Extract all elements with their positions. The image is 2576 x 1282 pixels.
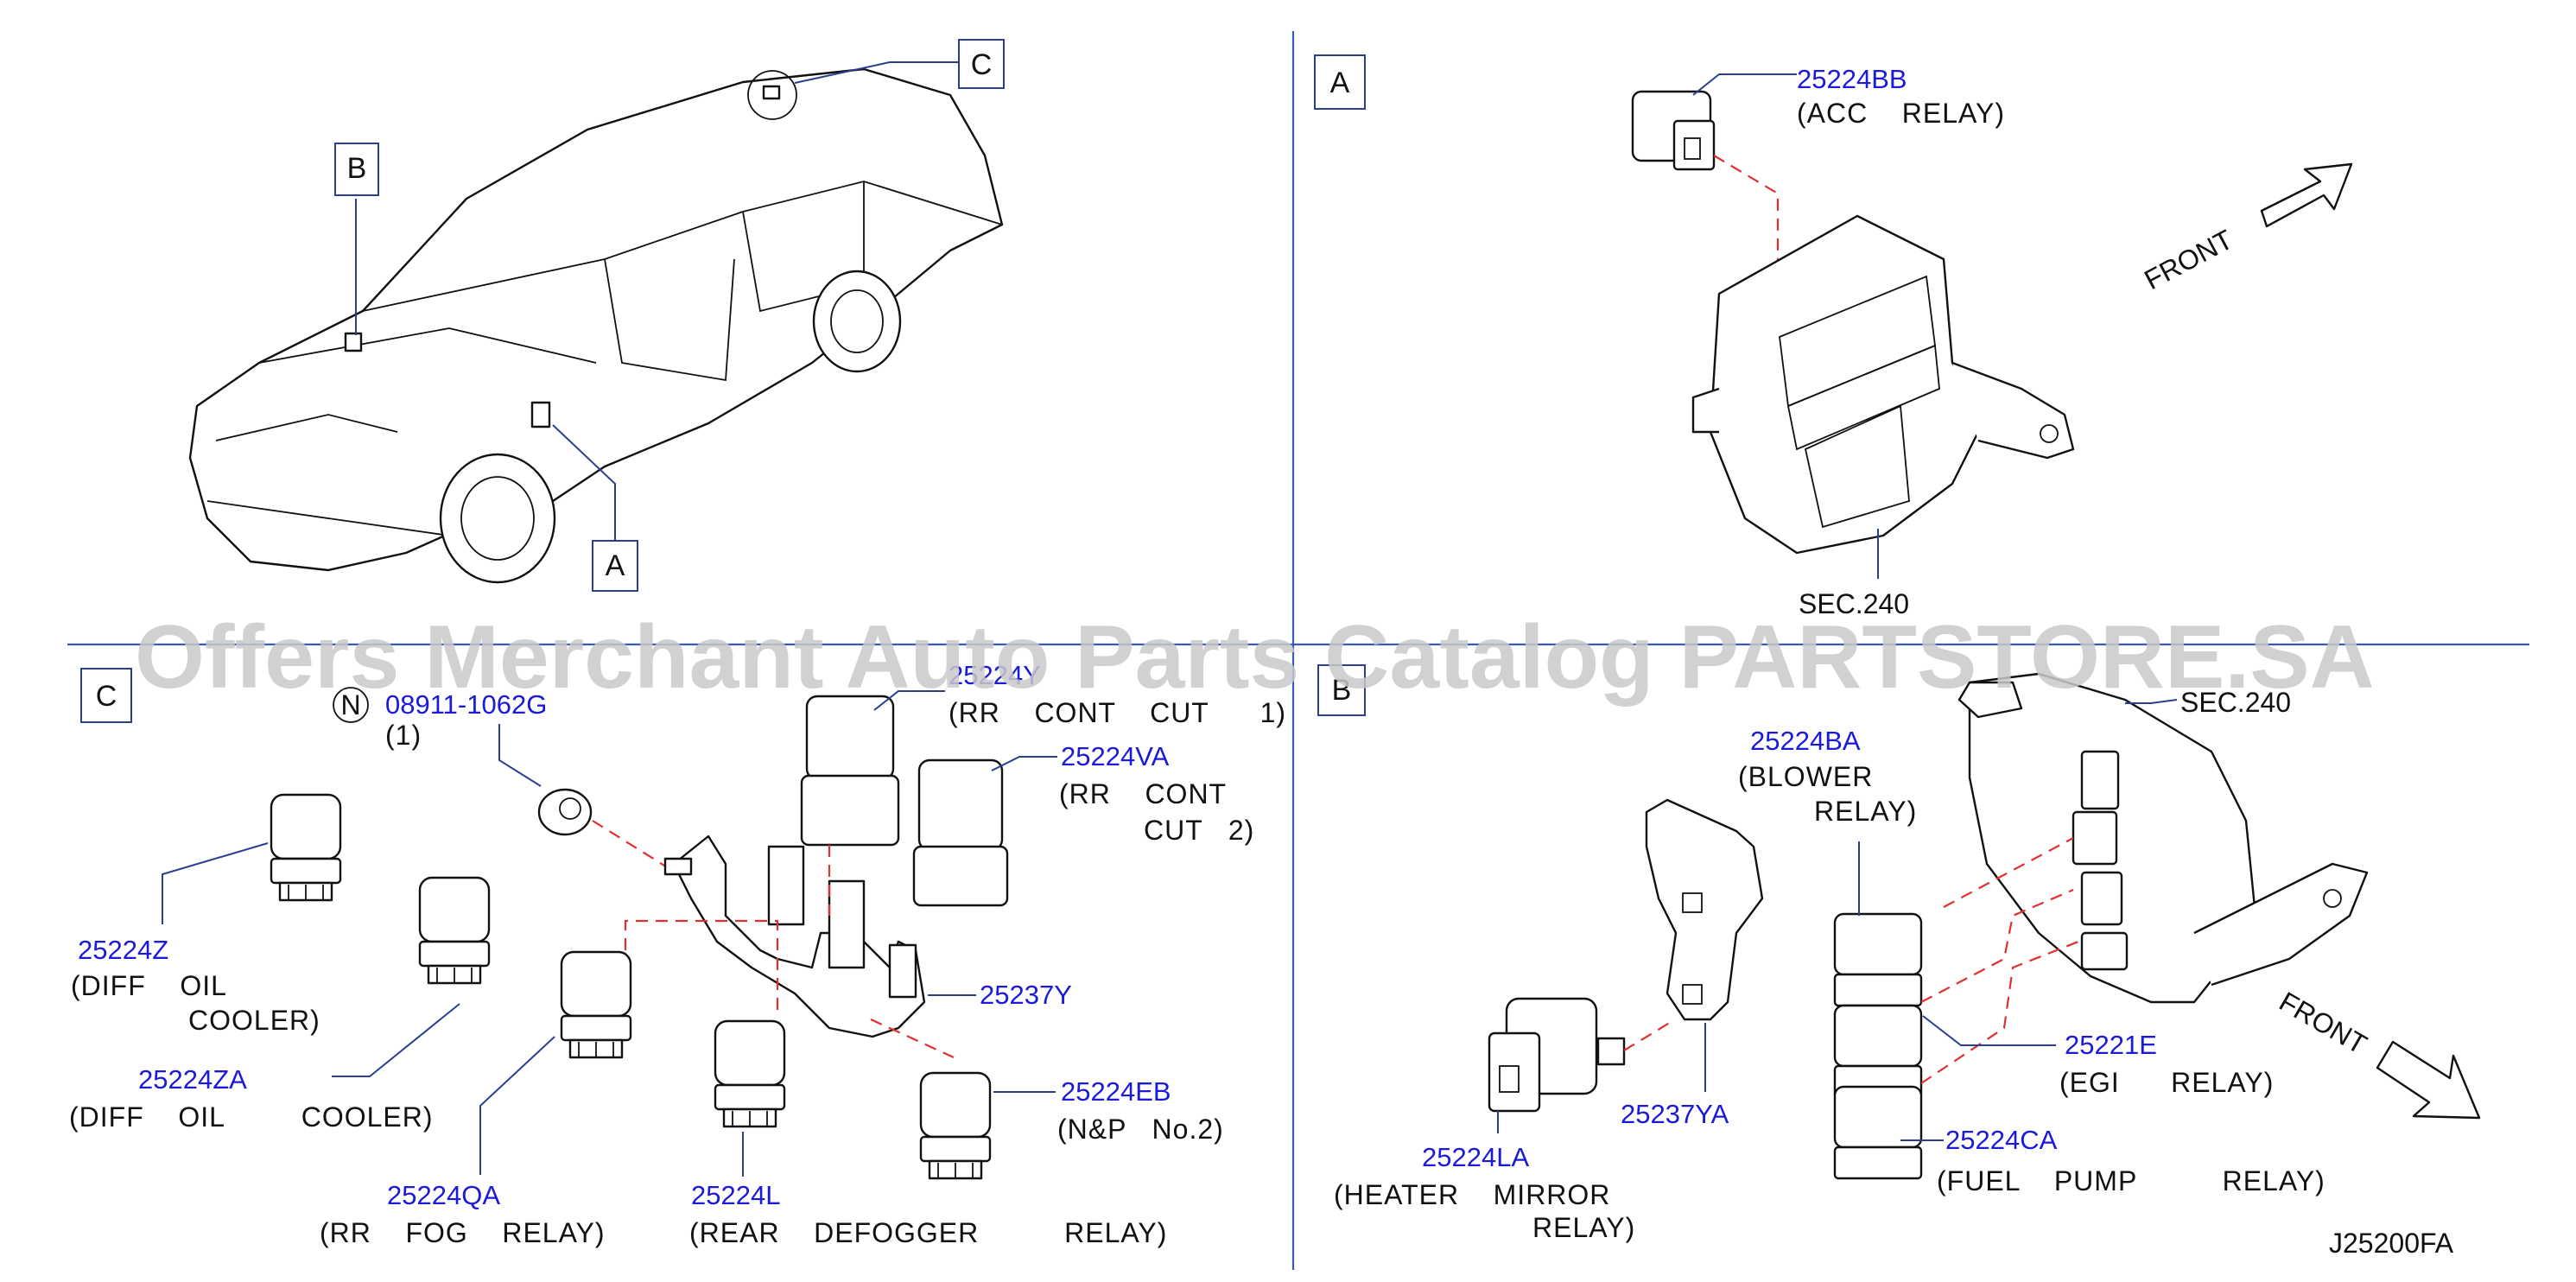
part-desc-25224BB: (ACC RELAY) [1797,98,2005,129]
part-number-25224ZA: 25224ZA [138,1064,247,1095]
relay-25221E [1833,1004,1923,1099]
relay-25224QA [560,950,632,1059]
relay-bracket-25237Y [663,835,926,1038]
part-number-25224L: 25224L [691,1180,780,1210]
part-desc-25224VA-line2: CUT 2) [1144,815,1254,846]
relay-25224Z [270,793,342,902]
part-desc-25224CA: (FUEL PUMP RELAY) [1937,1165,2325,1196]
grommet [537,788,593,836]
part-number-25224Y: 25224Y [949,660,1041,690]
vehicle-callout-a: A [606,549,625,582]
watermark-text: Offers Merchant Auto Parts Catalog PARTS… [135,607,2375,708]
relay-25224Y [800,695,900,847]
note-symbol: N [340,689,360,720]
svg-text:FRONT: FRONT [2275,986,2372,1060]
svg-text:FRONT: FRONT [2139,224,2237,296]
part-desc-25224LA-line2: RELAY) [1532,1212,1635,1243]
part-desc-25221E: (EGI RELAY) [2059,1067,2274,1098]
part-number-25224BA: 25224BA [1750,726,1861,756]
vehicle-callout-c: C [971,48,993,81]
fuse-block-a [1691,214,2075,555]
relay-25224ZA [418,876,491,985]
view-a-tag: A [1330,67,1350,99]
part-desc-25224Z-line1: (DIFF OIL [71,970,227,1001]
relay-25224EB [919,1071,992,1180]
part-number-25237YA: 25237YA [1621,1099,1729,1129]
relay-25224L [714,1019,786,1128]
part-number-25221E: 25221E [2065,1030,2157,1060]
view-c-tag: C [96,680,117,713]
part-number-25224QA: 25224QA [387,1180,500,1210]
part-desc-25224L: (REAR DEFOGGER RELAY) [689,1217,1167,1248]
relay-25224BA [1833,912,1923,1007]
part-desc-25224ZA: (DIFF OIL COOLER) [69,1101,434,1133]
part-number-25224EB: 25224EB [1061,1076,1171,1107]
part-desc-25224QA: (RR FOG RELAY) [320,1217,606,1248]
relay-25224VA [912,758,1009,907]
vehicle-callout-b: B [347,152,367,185]
vehicle-illustration [188,67,1004,584]
front-arrow-view-b: FRONT [2275,986,2481,1120]
front-arrow-view-a: FRONT [2139,162,2353,296]
part-desc-25224Z-line2: COOLER) [188,1005,320,1036]
part-number-25224BB: 25224BB [1797,64,1907,94]
view-b-tag: B [1332,674,1352,707]
section-ref-view-a: SEC.240 [1799,588,1909,619]
part-number-25224VA: 25224VA [1061,741,1170,771]
acc-relay [1631,90,1716,171]
section-ref-view-b: SEC.240 [2180,687,2291,718]
part-number-25237Y: 25237Y [980,980,1072,1010]
part-desc-25224LA-line1: (HEATER MIRROR [1334,1179,1610,1210]
part-desc-25224BA-line1: (BLOWER [1738,761,1873,792]
relay-bracket-25237YA [1645,798,1764,1021]
part-number-25224LA: 25224LA [1422,1142,1529,1172]
part-desc-25224Y: (RR CONT CUT 1) [949,697,1286,728]
fuse-block-b [1957,672,2369,1004]
part-number-08911-1062G: 08911-1062G [385,689,547,720]
part-desc-08911-1062G: (1) [385,720,422,751]
part-desc-25224EB: (N&P No.2) [1057,1114,1224,1145]
part-desc-25224BA-line2: RELAY) [1814,796,1917,827]
relay-25224LA [1488,997,1626,1113]
part-number-25224Z: 25224Z [78,935,168,965]
part-desc-25224VA-line1: (RR CONT [1059,778,1227,809]
diagram-code: J25200FA [2329,1228,2454,1259]
relay-25224CA [1833,1085,1923,1180]
part-number-25224CA: 25224CA [1945,1125,2058,1155]
